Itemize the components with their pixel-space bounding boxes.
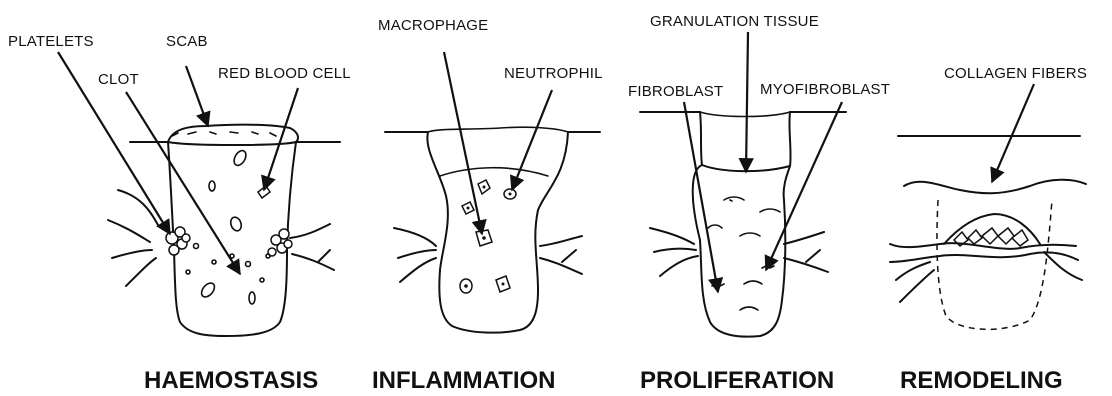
platelet-cluster-right xyxy=(268,229,292,256)
arrow-myofibroblast xyxy=(766,102,842,270)
granulation-top xyxy=(700,112,790,117)
label-macrophage: MACROPHAGE xyxy=(378,17,488,34)
haemostasis-panel xyxy=(108,125,340,336)
vessel-left-2 xyxy=(394,228,436,282)
arrow-collagen-fibers xyxy=(992,84,1034,182)
label-myofibroblast: MYOFIBROBLAST xyxy=(760,81,890,98)
label-platelets: PLATELETS xyxy=(8,33,94,50)
inflammation-cells xyxy=(460,180,516,293)
stage-remodeling: REMODELING xyxy=(900,367,1063,394)
wound-outline-2 xyxy=(427,132,568,333)
wound-top-crust-2 xyxy=(428,127,568,176)
healed-epidermis xyxy=(904,180,1086,194)
stage-haemostasis: HAEMOSTASIS xyxy=(144,367,318,394)
arrow-scab xyxy=(186,66,208,126)
remodeling-panel xyxy=(890,136,1086,329)
platelet-cluster-left xyxy=(166,227,190,255)
label-collagen-fibers: COLLAGEN FIBERS xyxy=(944,65,1087,82)
label-fibroblast: FIBROBLAST xyxy=(628,83,723,100)
vessel-right xyxy=(290,224,334,270)
vessel-right-2 xyxy=(540,236,582,274)
labels: PLATELETS SCAB CLOT RED BLOOD CELL MACRO… xyxy=(8,13,1087,100)
stage-proliferation: PROLIFERATION xyxy=(640,367,834,394)
vessel-network-4 xyxy=(890,243,1082,302)
scab-texture xyxy=(172,132,276,136)
vessel-left-3 xyxy=(650,228,698,276)
stage-titles: HAEMOSTASIS INFLAMMATION PROLIFERATION R… xyxy=(144,367,1063,394)
scab-shape xyxy=(168,125,298,145)
label-granulation-tissue: GRANULATION TISSUE xyxy=(650,13,819,30)
label-red-blood-cell: RED BLOOD CELL xyxy=(218,65,351,82)
label-scab: SCAB xyxy=(166,33,208,50)
label-neutrophil: NEUTROPHIL xyxy=(504,65,603,82)
label-clot: CLOT xyxy=(98,71,139,88)
vessel-right-3 xyxy=(784,232,828,272)
arrow-granulation-tissue xyxy=(746,32,748,172)
inflammation-panel xyxy=(385,127,600,332)
old-wound-boundary xyxy=(937,200,1052,329)
proliferation-panel xyxy=(640,112,846,337)
clot-cells xyxy=(186,149,270,304)
stage-inflammation: INFLAMMATION xyxy=(372,367,556,394)
fibroblast-cells xyxy=(708,197,780,310)
